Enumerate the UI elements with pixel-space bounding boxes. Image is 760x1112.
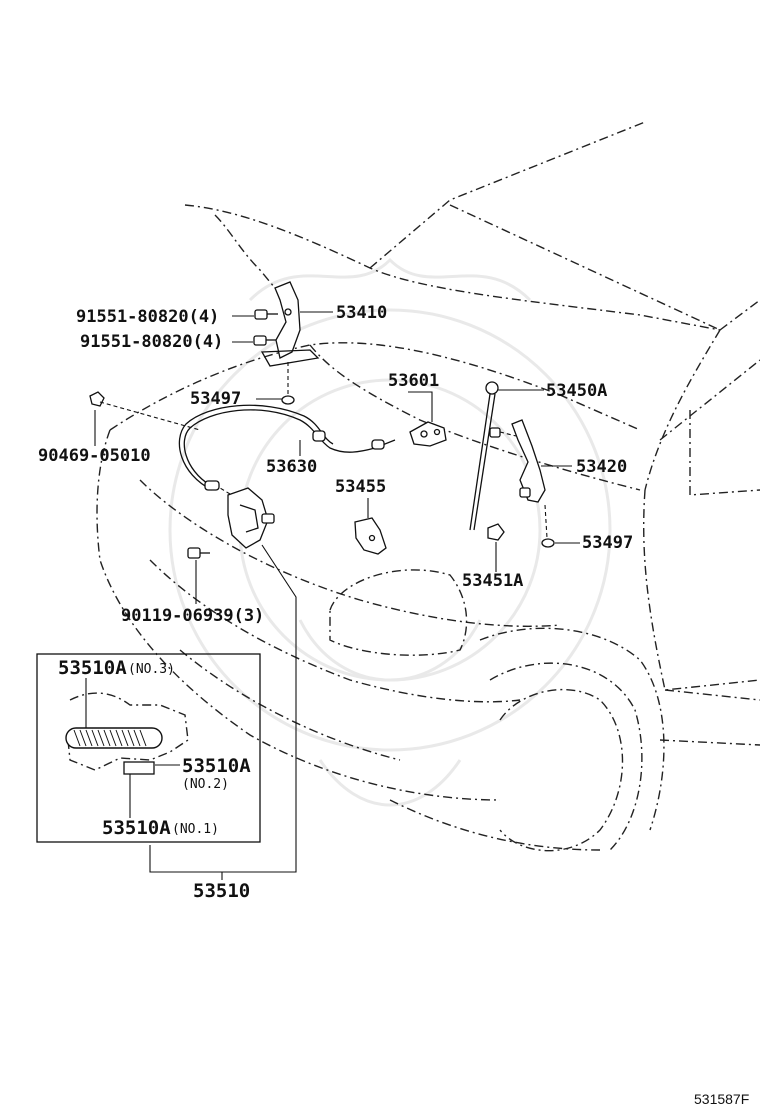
inset-note-no2: (NO.2) bbox=[182, 777, 229, 792]
bolt-90119-06939 bbox=[187, 547, 210, 559]
hood-cushion-53497-right bbox=[541, 538, 555, 548]
leader-lines bbox=[94, 311, 580, 880]
rod-holder-53451A bbox=[487, 523, 505, 541]
inset-box bbox=[36, 653, 261, 843]
support-rod-53450A bbox=[469, 381, 499, 531]
hood-cushion-53497-left bbox=[281, 395, 295, 405]
label-91551-lower: 91551-80820(4) bbox=[80, 332, 223, 352]
hood-hinge-53410 bbox=[260, 281, 320, 367]
label-53410: 53410 bbox=[336, 303, 387, 323]
clamp-90469-05010 bbox=[89, 391, 201, 431]
release-cable-53630 bbox=[178, 404, 396, 491]
bolt-91551-lower bbox=[253, 335, 276, 346]
hood-lock-53510 bbox=[219, 487, 275, 549]
inset-label-no3: 53510A bbox=[58, 657, 127, 679]
label-53510: 53510 bbox=[193, 880, 250, 902]
inset-note-no1: (NO.1) bbox=[172, 822, 219, 837]
label-53601: 53601 bbox=[388, 371, 439, 391]
label-53630: 53630 bbox=[266, 457, 317, 477]
label-53451A: 53451A bbox=[462, 571, 523, 591]
bracket-53455 bbox=[354, 517, 387, 555]
lever-53601 bbox=[409, 421, 447, 447]
bolt-91551-upper bbox=[254, 309, 278, 320]
label-91551-upper: 91551-80820(4) bbox=[76, 307, 219, 327]
vehicle-body-outline bbox=[96, 121, 760, 852]
inset-label-no1: 53510A bbox=[102, 817, 171, 839]
label-90119-06939: 90119-06939(3) bbox=[121, 606, 264, 626]
figure-code: 531587F bbox=[694, 1091, 749, 1107]
inset-label-no2: 53510A bbox=[182, 755, 251, 777]
label-53455: 53455 bbox=[335, 477, 386, 497]
label-53450A: 53450A bbox=[546, 381, 607, 401]
label-53497-right: 53497 bbox=[582, 533, 633, 553]
part-labels: 53410 91551-80820(4) 91551-80820(4) 5349… bbox=[38, 303, 749, 1107]
label-53497-left: 53497 bbox=[190, 389, 241, 409]
hood-hinge-53420 bbox=[489, 419, 546, 503]
label-90469-05010: 90469-05010 bbox=[38, 446, 151, 466]
inset-note-no3: (NO.3) bbox=[128, 662, 175, 677]
label-53420: 53420 bbox=[576, 457, 627, 477]
